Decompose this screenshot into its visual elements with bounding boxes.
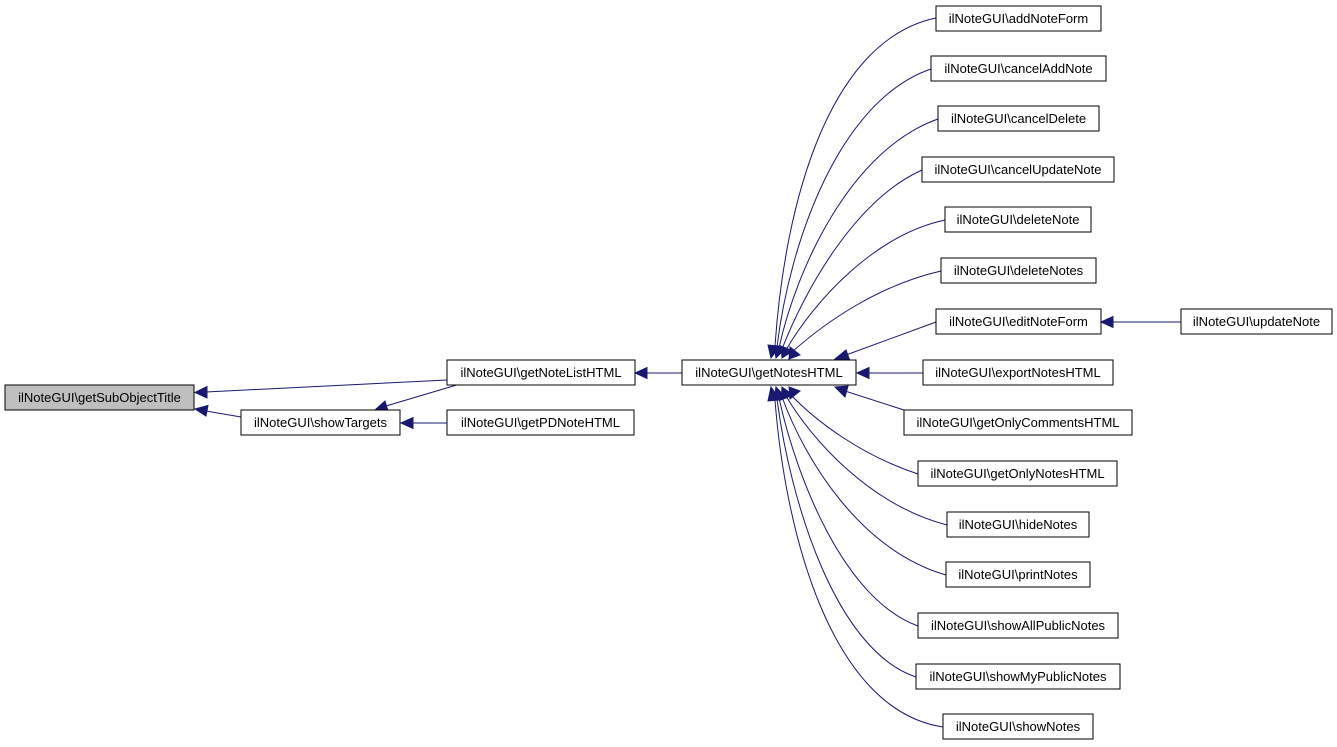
node-label-exportNotesHTML: ilNoteGUI\exportNotesHTML: [935, 365, 1100, 380]
node-label-getOnlyNotesHTML: ilNoteGUI\getOnlyNotesHTML: [930, 466, 1104, 481]
node-deleteNotes[interactable]: ilNoteGUI\deleteNotes: [940, 257, 1097, 284]
graph-edges: [193, 17, 1181, 728]
node-label-addNoteForm: ilNoteGUI\addNoteForm: [949, 11, 1088, 26]
node-getNotesHTML[interactable]: ilNoteGUI\getNotesHTML: [681, 359, 857, 386]
edge-showNotes-to-getNotesHTML: [774, 399, 944, 728]
arrowhead-getNoteListHTML: [633, 366, 648, 380]
edge-cancelDelete-to-getNotesHTML: [778, 118, 939, 349]
node-cancelAddNote[interactable]: ilNoteGUI\cancelAddNote: [930, 55, 1107, 82]
node-label-hideNotes: ilNoteGUI\hideNotes: [959, 517, 1078, 532]
edge-getOnlyCommentsHTML-to-getNotesHTML: [844, 390, 905, 411]
node-cancelDelete[interactable]: ilNoteGUI\cancelDelete: [937, 105, 1100, 132]
edge-cancelUpdateNote-to-getNotesHTML: [781, 169, 923, 350]
node-label-showAllPublicNotes: ilNoteGUI\showAllPublicNotes: [931, 618, 1106, 633]
edge-cancelAddNote-to-getNotesHTML: [776, 68, 932, 348]
node-label-printNotes: ilNoteGUI\printNotes: [958, 567, 1078, 582]
arrowhead-getNotesHTML-bottom-5: [767, 385, 781, 402]
node-editNoteForm[interactable]: ilNoteGUI\editNoteForm: [935, 308, 1102, 335]
edge-showAllPublicNotes-to-getNotesHTML: [778, 397, 919, 627]
node-addNoteForm[interactable]: ilNoteGUI\addNoteForm: [935, 5, 1102, 32]
node-getPDNoteHTML[interactable]: ilNoteGUI\getPDNoteHTML: [446, 409, 635, 436]
node-showMyPublicNotes[interactable]: ilNoteGUI\showMyPublicNotes: [915, 663, 1121, 690]
node-showNotes[interactable]: ilNoteGUI\showNotes: [942, 713, 1094, 740]
arrowhead-getNotesHTML-top-5: [833, 349, 851, 362]
node-updateNote[interactable]: ilNoteGUI\updateNote: [1180, 308, 1333, 335]
node-hideNotes[interactable]: ilNoteGUI\hideNotes: [946, 511, 1090, 538]
node-showAllPublicNotes[interactable]: ilNoteGUI\showAllPublicNotes: [917, 612, 1119, 639]
edge-editNoteForm-to-getNotesHTML: [845, 321, 937, 356]
edge-hideNotes-to-getNotesHTML: [785, 395, 948, 526]
node-label-showNotes: ilNoteGUI\showNotes: [956, 719, 1081, 734]
arrowhead-editNoteForm: [1099, 315, 1114, 329]
graph-nodes: ilNoteGUI\getSubObjectTitle ilNoteGUI\ge…: [4, 5, 1333, 740]
node-label-deleteNotes: ilNoteGUI\deleteNotes: [954, 263, 1084, 278]
node-getSubObjectTitle[interactable]: ilNoteGUI\getSubObjectTitle: [4, 384, 195, 411]
arrowhead-getNotesHTML-right: [855, 366, 870, 380]
edge-addNoteForm-to-getNotesHTML: [774, 17, 937, 347]
node-label-deleteNote: ilNoteGUI\deleteNote: [957, 212, 1080, 227]
node-label-showTargets: ilNoteGUI\showTargets: [254, 415, 387, 430]
node-label-cancelDelete: ilNoteGUI\cancelDelete: [951, 111, 1086, 126]
edge-printNotes-to-getNotesHTML: [781, 396, 947, 576]
arrowhead-getSubObjectTitle-1: [193, 385, 208, 399]
arrowhead-getSubObjectTitle-2: [193, 404, 209, 417]
node-cancelUpdateNote[interactable]: ilNoteGUI\cancelUpdateNote: [921, 156, 1115, 183]
node-label-editNoteForm: ilNoteGUI\editNoteForm: [949, 314, 1088, 329]
edge-deleteNotes-to-getNotesHTML: [791, 270, 942, 353]
edge-getNoteListHTML-to-getSubObjectTitle: [205, 379, 448, 393]
arrowhead-showTargets-2: [399, 416, 414, 430]
node-getNoteListHTML[interactable]: ilNoteGUI\getNoteListHTML: [446, 359, 636, 386]
edge-showMyPublicNotes-to-getNotesHTML: [776, 398, 917, 678]
node-printNotes[interactable]: ilNoteGUI\printNotes: [945, 561, 1091, 588]
arrowhead-getNotesHTML-top-4: [788, 346, 802, 360]
edge-deleteNote-to-getNotesHTML: [785, 219, 946, 351]
edge-getNoteListHTML-to-showTargets: [385, 383, 461, 407]
node-label-getNoteListHTML: ilNoteGUI\getNoteListHTML: [460, 365, 621, 380]
node-label-getSubObjectTitle: ilNoteGUI\getSubObjectTitle: [18, 390, 181, 405]
node-label-updateNote: ilNoteGUI\updateNote: [1193, 314, 1320, 329]
node-label-getOnlyCommentsHTML: ilNoteGUI\getOnlyCommentsHTML: [917, 415, 1120, 430]
node-getOnlyNotesHTML[interactable]: ilNoteGUI\getOnlyNotesHTML: [917, 460, 1118, 487]
edge-getOnlyNotesHTML-to-getNotesHTML: [790, 394, 919, 475]
node-label-cancelAddNote: ilNoteGUI\cancelAddNote: [944, 61, 1092, 76]
edge-showTargets-to-getSubObjectTitle: [205, 410, 242, 418]
arrowhead-getNotesHTML-bottom-1: [833, 385, 849, 398]
node-showTargets[interactable]: ilNoteGUI\showTargets: [240, 409, 401, 436]
arrowhead-getNotesHTML-top-3: [780, 345, 795, 359]
node-label-getNotesHTML: ilNoteGUI\getNotesHTML: [695, 365, 842, 380]
node-label-cancelUpdateNote: ilNoteGUI\cancelUpdateNote: [935, 162, 1102, 177]
node-getOnlyCommentsHTML[interactable]: ilNoteGUI\getOnlyCommentsHTML: [903, 409, 1133, 436]
node-exportNotesHTML[interactable]: ilNoteGUI\exportNotesHTML: [922, 359, 1114, 386]
node-label-getPDNoteHTML: ilNoteGUI\getPDNoteHTML: [461, 415, 620, 430]
node-label-showMyPublicNotes: ilNoteGUI\showMyPublicNotes: [929, 669, 1107, 684]
node-deleteNote[interactable]: ilNoteGUI\deleteNote: [944, 206, 1092, 233]
